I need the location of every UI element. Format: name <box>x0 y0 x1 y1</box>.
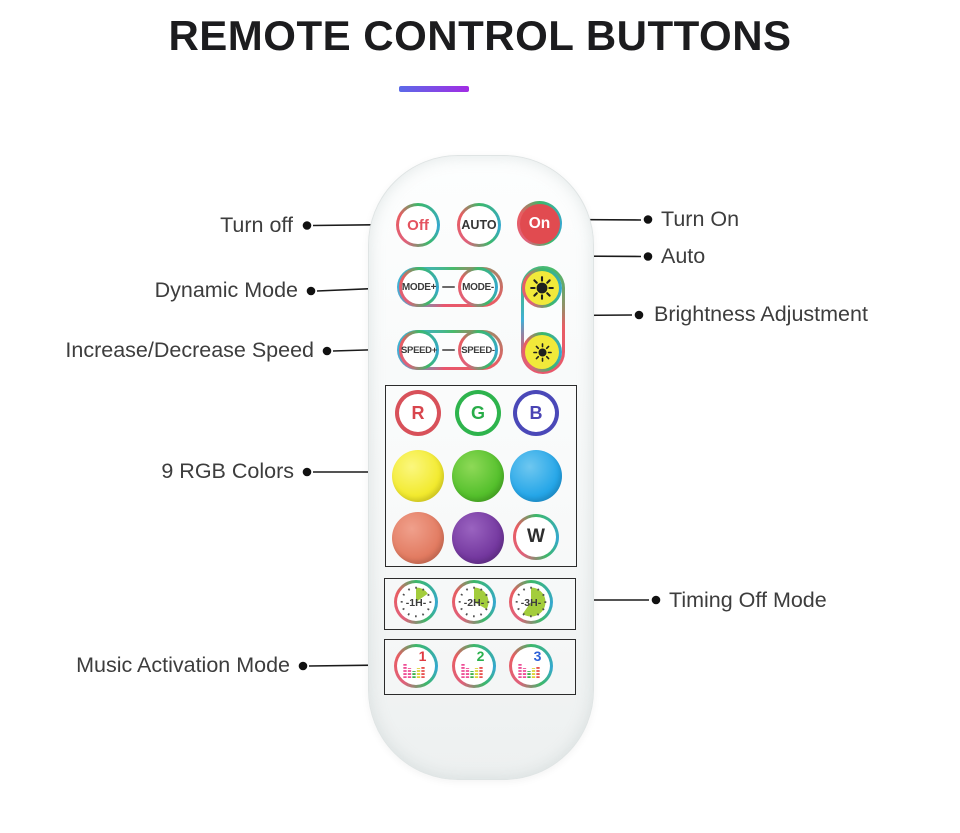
label-speed: Increase/Decrease Speed <box>65 338 314 362</box>
mode-minus-label: MODE- <box>462 281 494 293</box>
timer-3h-label: -3H- <box>521 597 542 609</box>
white-button: W <box>513 514 559 560</box>
music-3-button: 3 <box>509 644 553 688</box>
color-dot-blue <box>510 450 562 502</box>
white-button-label: W <box>527 526 545 547</box>
off-button-label: Off <box>407 216 429 234</box>
timer-1h-button: -1H- <box>394 580 438 624</box>
green-button-label: G <box>470 402 485 423</box>
music-2-button: 2 <box>452 644 496 688</box>
remote-body: Off AUTO On MODE+ MODE- SPEED+ SPEED- <box>368 155 594 780</box>
bullet-turn-on <box>643 215 653 224</box>
blue-button-label: B <box>529 402 543 423</box>
bullet-timing <box>651 595 661 605</box>
clock-2h-icon: -2H- <box>458 586 490 618</box>
bullet-speed <box>322 346 332 356</box>
on-button-label: On <box>528 214 551 232</box>
speed-separator <box>442 348 455 352</box>
speed-plus-button: SPEED+ <box>399 330 439 370</box>
clock-3h-icon: -3H- <box>515 586 547 618</box>
bullet-turn-off <box>302 221 312 230</box>
color-dot-salmon <box>392 512 444 564</box>
color-dot-purple <box>452 512 504 564</box>
timer-2h-button: -2H- <box>452 580 496 624</box>
label-auto: Auto <box>661 244 706 268</box>
color-dot-green <box>452 450 504 502</box>
equalizer-2-icon: 2 <box>461 648 485 678</box>
music-2-label: 2 <box>477 648 485 664</box>
auto-button: AUTO <box>457 203 501 247</box>
bullet-dynamic-mode <box>306 286 316 296</box>
bullet-brightness <box>634 310 644 320</box>
sun-small-icon <box>532 342 552 362</box>
music-1-button: 1 <box>394 644 438 688</box>
music-1-label: 1 <box>419 648 427 664</box>
speed-minus-label: SPEED- <box>461 344 495 356</box>
bullet-music <box>298 661 308 671</box>
timer-2h-label: -2H- <box>464 597 485 609</box>
label-timing: Timing Off Mode <box>669 588 827 612</box>
clock-1h-icon: -1H- <box>400 586 432 618</box>
label-turn-off: Turn off <box>220 213 293 237</box>
off-button: Off <box>396 203 440 247</box>
red-button: R <box>395 390 441 436</box>
speed-minus-button: SPEED- <box>458 330 498 370</box>
timer-3h-button: -3H- <box>509 580 553 624</box>
green-button: G <box>455 390 501 436</box>
auto-button-label: AUTO <box>461 218 497 232</box>
mode-minus-button: MODE- <box>458 267 498 307</box>
brightness-up-button <box>522 268 562 308</box>
mode-plus-label: MODE+ <box>401 281 437 293</box>
mode-plus-button: MODE+ <box>399 267 439 307</box>
bullet-rgb-colors <box>302 467 312 477</box>
equalizer-3-icon: 3 <box>518 648 542 678</box>
timer-1h-label: -1H- <box>406 597 427 609</box>
label-rgb-colors: 9 RGB Colors <box>161 459 294 483</box>
label-brightness: Brightness Adjustment <box>654 302 868 326</box>
title-underline <box>399 86 469 92</box>
blue-button: B <box>513 390 559 436</box>
color-dot-yellow <box>392 450 444 502</box>
on-button: On <box>517 201 562 246</box>
mode-separator <box>442 285 455 289</box>
label-music: Music Activation Mode <box>76 653 290 677</box>
sun-large-icon <box>530 276 554 300</box>
bullet-auto <box>643 252 653 261</box>
speed-plus-label: SPEED+ <box>401 344 437 356</box>
brightness-down-button <box>522 332 562 372</box>
music-3-label: 3 <box>534 648 542 664</box>
equalizer-1-icon: 1 <box>403 648 427 678</box>
red-button-label: R <box>411 402 425 423</box>
label-dynamic-mode: Dynamic Mode <box>154 278 298 302</box>
label-turn-on: Turn On <box>661 207 740 231</box>
page-title: REMOTE CONTROL BUTTONS <box>168 12 792 59</box>
